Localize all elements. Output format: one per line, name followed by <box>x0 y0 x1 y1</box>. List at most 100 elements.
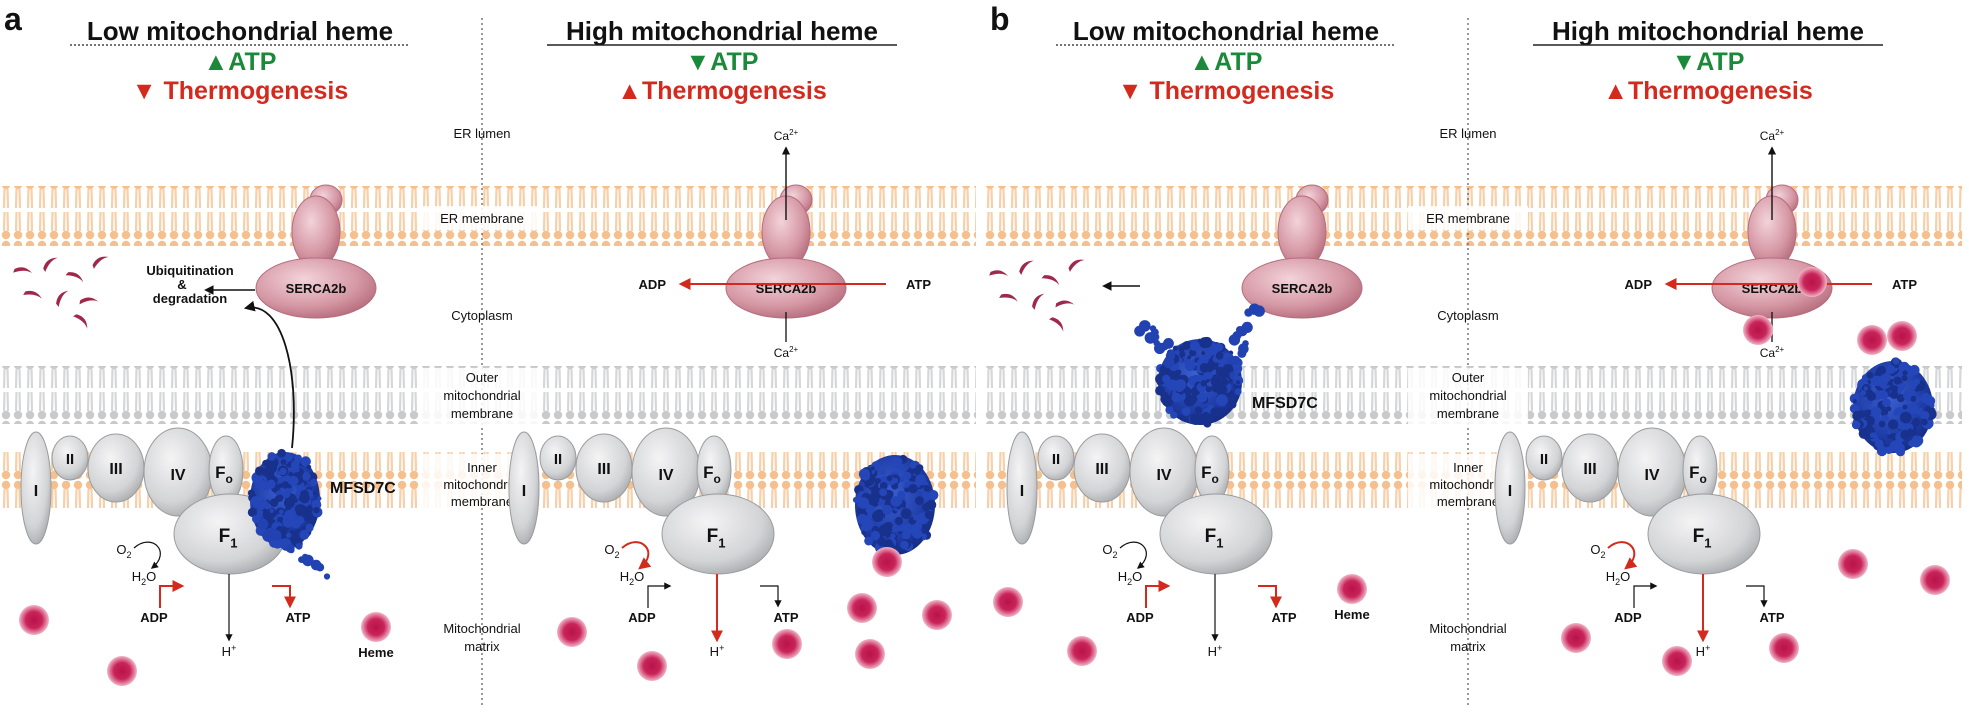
mfsd7c-atom <box>306 464 312 470</box>
mfsd7c-atom <box>266 479 276 489</box>
adp-in-arrow <box>1633 582 1658 608</box>
mfsd7c-atom <box>303 511 314 522</box>
mfsd7c-atom <box>894 516 904 526</box>
fragment <box>65 272 84 283</box>
mfsd7c-atom <box>909 462 917 469</box>
complex-i <box>508 431 540 545</box>
mfsd7c-atom <box>1228 334 1241 346</box>
heme-label: Heme <box>358 645 393 660</box>
h-plus-label: H+ <box>1208 643 1223 659</box>
mfsd7c-atom <box>1910 395 1917 402</box>
mfsd7c-atom <box>1920 418 1928 426</box>
mfsd7c-atom <box>1886 364 1896 374</box>
ca-top-label: Ca2+ <box>1760 128 1785 143</box>
mfsd7c-atom <box>1201 336 1213 348</box>
mfsd7c-atom <box>1851 420 1861 430</box>
serca-stalk <box>291 195 341 269</box>
mfsd7c-atom <box>311 499 322 510</box>
serca-atp-label: ATP <box>906 277 931 292</box>
mfsd7c-atom <box>1912 417 1921 426</box>
mfsd7c-atom <box>1215 394 1228 407</box>
mfsd7c-atom <box>1165 351 1176 361</box>
fragment <box>1068 259 1085 272</box>
mfsd7c-atom <box>1895 447 1906 457</box>
mfsd7c-atom <box>1861 374 1869 381</box>
mfsd7c-atom <box>857 497 870 509</box>
mfsd7c-atom <box>285 532 292 539</box>
mfsd7c-atom <box>858 468 871 480</box>
mfsd7c-atom <box>1218 407 1226 415</box>
fragment <box>1019 260 1034 275</box>
mfsd7c-atom <box>1203 419 1212 428</box>
mfsd7c-atom <box>1201 351 1206 356</box>
mfsd7c-atom <box>1893 410 1899 416</box>
mfsd7c-atom <box>1886 406 1892 412</box>
mfsd7c-atom <box>278 483 283 488</box>
mfsd7c-atom <box>1205 386 1212 393</box>
outer-mito-membrane-label: Outer <box>466 370 499 385</box>
mfsd7c-atom <box>299 492 310 504</box>
atp-synthase-f1 <box>1159 493 1273 575</box>
mfsd7c-atom <box>1186 400 1191 405</box>
mfsd7c-atom <box>1909 364 1920 376</box>
fragment <box>989 270 1009 277</box>
mfsd7c-atom <box>1902 370 1908 376</box>
mfsd7c-atom <box>256 501 266 510</box>
complex-iii-label: III <box>597 461 610 478</box>
ampersand-label: & <box>177 277 186 292</box>
mfsd7c-atom <box>1882 398 1891 408</box>
mfsd7c-atom <box>865 504 875 515</box>
fo-label: Fo <box>703 463 721 486</box>
mfsd7c-atom <box>901 530 911 540</box>
mfsd7c-atom <box>1227 357 1235 365</box>
mfsd7c-atom <box>1852 399 1857 404</box>
mfsd7c-atom <box>315 563 325 572</box>
mfsd7c-atom <box>317 496 322 501</box>
ca-bottom-label: Ca2+ <box>1760 345 1785 360</box>
mfsd7c-atom <box>921 491 929 499</box>
heme-molecule <box>107 656 137 686</box>
mfsd7c-atom <box>880 469 886 475</box>
adp-label: ADP <box>1614 610 1642 625</box>
mfsd7c-atom <box>864 536 874 546</box>
heme-molecule <box>1337 574 1367 604</box>
mfsd7c-atom <box>1869 432 1876 439</box>
mfsd7c-atom <box>293 466 300 474</box>
mfsd7c-atom <box>1896 394 1905 403</box>
left-title: Low mitochondrial heme <box>1073 16 1379 46</box>
heme-molecule <box>637 651 667 681</box>
serca2b-left: SERCA2b <box>255 184 377 319</box>
mfsd7c-atom <box>1165 405 1174 415</box>
adp-in-arrow <box>1145 580 1171 608</box>
mfsd7c-atom <box>904 487 909 493</box>
mfsd7c-atom <box>1915 396 1921 403</box>
h-plus-label: H+ <box>1696 643 1711 659</box>
complex-ii <box>1037 435 1075 481</box>
label-backdrop <box>1408 206 1528 230</box>
adp-label: ADP <box>140 610 168 625</box>
er-lumen-label: ER lumen <box>453 126 510 141</box>
mfsd7c-atom <box>877 537 887 547</box>
atp-label: ATP <box>1271 610 1296 625</box>
inner-mito-membrane-label: Inner <box>467 460 497 475</box>
mfsd7c-atom <box>864 482 870 488</box>
mfsd7c-atom <box>1170 411 1178 419</box>
mfsd7c-atom <box>893 478 899 484</box>
mfsd7c-atom <box>323 573 331 580</box>
left-atp-indicator: ▲ATP <box>204 48 277 76</box>
mfsd7c-atom <box>900 540 909 550</box>
mfsd7c-atom <box>1172 345 1178 351</box>
mfsd7c-atom <box>908 484 918 494</box>
heme-molecule <box>1857 325 1887 355</box>
mfsd7c-atom <box>1849 393 1860 404</box>
mfsd7c-atom <box>313 507 320 514</box>
atp-label: ATP <box>285 610 310 625</box>
er-membrane-label: ER membrane <box>440 211 524 226</box>
right-thermogenesis-indicator: ▲Thermogenesis <box>1603 77 1813 105</box>
mfsd7c-atom <box>891 524 900 533</box>
h2o-label: H2O <box>132 569 157 587</box>
left-atp-indicator: ▲ATP <box>1190 48 1263 76</box>
o2-reduction-arrow <box>621 541 652 570</box>
er-membrane-label: ER membrane <box>1426 211 1510 226</box>
mfsd7c-atom <box>1900 430 1910 440</box>
